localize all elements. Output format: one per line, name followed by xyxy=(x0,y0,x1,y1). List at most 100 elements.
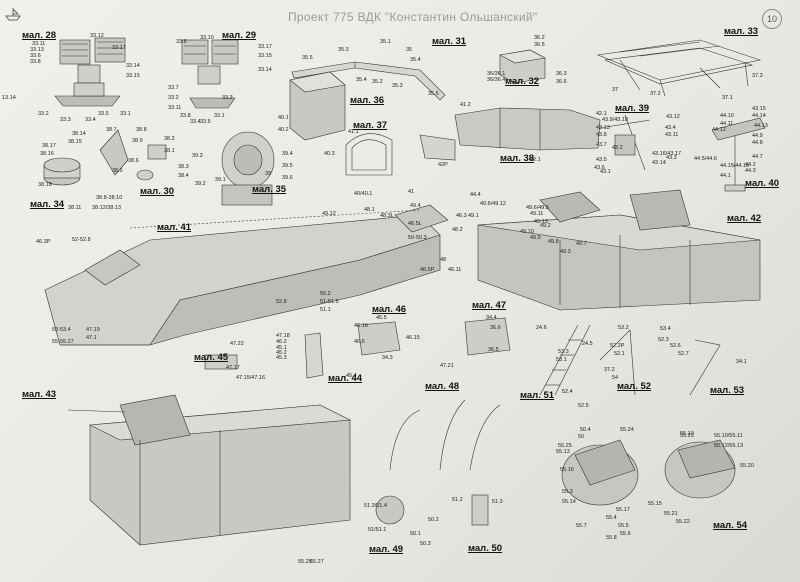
figure-label: мал. 31 xyxy=(432,36,467,47)
part-number-label: 43.11 xyxy=(665,132,679,138)
part-number-label: 38.14 xyxy=(72,131,86,137)
part-number-label: 44.2 xyxy=(745,162,756,168)
part-number-label: 45.1 xyxy=(276,345,287,351)
part-number-label: 49.8 xyxy=(548,239,559,245)
part-number-label: 51.3 xyxy=(492,499,503,505)
part-number-label: 36.2 xyxy=(534,35,545,41)
part-number-label: 55.16 xyxy=(560,467,574,473)
part-number-label: 45.2 xyxy=(276,350,287,356)
part-number-label: 36.5 xyxy=(488,347,499,353)
part-number-label: 44.15/44.16 xyxy=(720,163,750,169)
part-number-label: 39.1 xyxy=(215,177,226,183)
part-number-label: 50-50.3 xyxy=(408,235,427,241)
part-number-label: 51/51.1 xyxy=(368,527,387,533)
part-number-label: 46.5L xyxy=(408,221,422,227)
railing-beam-drawing-31 xyxy=(291,61,446,101)
brand-logo-icon xyxy=(5,8,21,21)
part-number-label: 35.3 xyxy=(392,83,403,89)
part-number-label: 38.5 xyxy=(112,168,123,174)
part-number-label: 46.3P xyxy=(36,239,51,245)
part-number-label: 38.16 xyxy=(40,151,54,157)
part-number-label: 38.2 xyxy=(164,136,175,142)
part-number-label: 49.7 xyxy=(576,241,587,247)
figure-label: мал. 43 xyxy=(22,389,57,400)
figure-label: мал. 54 xyxy=(713,520,748,531)
figure-label: мал. 49 xyxy=(369,544,404,555)
part-number-label: 45.4 xyxy=(346,373,357,379)
part-number-label: 44.4 xyxy=(470,192,481,198)
part-number-label: 46.3 xyxy=(456,213,467,219)
part-number-label: 55.15 xyxy=(648,501,662,507)
part-number-label: 50.3 xyxy=(420,541,431,547)
part-number-label: 52.7 xyxy=(678,351,689,357)
part-number-label: 51.2 xyxy=(452,497,463,503)
part-number-label: 55.10/55.11 xyxy=(714,433,743,439)
part-number-label: 35.1 xyxy=(380,39,391,45)
figure-label: мал. 41 xyxy=(157,222,192,233)
part-number-label: 33.14 xyxy=(258,67,272,73)
rocket-launcher-drawing-29 xyxy=(181,39,239,109)
part-number-label: 55.7 xyxy=(576,523,587,529)
figure-label: мал. 48 xyxy=(425,381,460,392)
figure-label: мал. 37 xyxy=(353,120,388,131)
fittings-drawing-49-50 xyxy=(375,494,489,526)
part-number-label: 55.24 xyxy=(620,427,634,433)
part-number-label: 55.25 xyxy=(558,443,572,449)
part-number-label: 38.15 xyxy=(68,139,82,145)
winch-drawing-35 xyxy=(221,131,275,206)
part-number-label: 40.3 xyxy=(324,151,335,157)
part-number-label: 55.17 xyxy=(616,507,630,513)
part-number-label: 52.4 xyxy=(562,389,573,395)
deck-box-drawing-32 xyxy=(499,49,546,84)
part-number-label: 46.5P xyxy=(420,267,435,273)
hull-assembly-drawing-42 xyxy=(477,189,761,311)
part-number-label: 44.1 xyxy=(720,173,731,179)
figure-label: мал. 45 xyxy=(194,352,229,363)
part-number-label: 43.16/43.17 xyxy=(652,151,682,157)
part-number-label: 55.8 xyxy=(606,535,617,541)
part-number-label: 39.5 xyxy=(282,163,293,169)
part-number-label: 52-52.8 xyxy=(72,237,91,243)
part-number-label: 49.4 xyxy=(410,203,421,209)
part-number-label: 48.3L xyxy=(380,213,394,219)
rocket-launcher-drawing-28 xyxy=(54,37,126,107)
part-number-label: 43.4 xyxy=(665,125,676,131)
part-number-label: 39.4 xyxy=(282,151,293,157)
part-number-label: 53.2 xyxy=(618,325,629,331)
part-number-label: 38.9 xyxy=(132,138,143,144)
part-number-label: 38.8 xyxy=(136,127,147,133)
part-number-label: 49.13 xyxy=(534,219,548,225)
figure-label: мал. 28 xyxy=(22,30,57,41)
part-number-label: 33.6 xyxy=(176,39,187,45)
shield-wall-drawing-38 xyxy=(419,107,601,161)
page-number: 10 xyxy=(762,9,782,29)
part-number-label: 33.8 xyxy=(180,113,191,119)
part-number-label: 33.8 xyxy=(30,59,41,65)
part-number-label: 48.2 xyxy=(452,227,463,233)
page-title: Проект 775 ВДК "Константин Ольшанский" xyxy=(288,10,538,24)
part-number-label: 37.1 xyxy=(722,95,733,101)
part-number-label: 43.1 xyxy=(600,169,611,175)
part-number-label: 44.9 xyxy=(752,133,763,139)
part-number-label: 42.1 xyxy=(596,111,607,117)
part-number-label: 44.13 xyxy=(754,123,768,129)
part-number-label: 35.5 xyxy=(302,55,313,61)
part-number-label: 38.12/38.13 xyxy=(92,205,122,211)
part-number-label: 42.1 xyxy=(530,157,541,163)
part-number-label: 36.5 xyxy=(534,42,545,48)
part-number-label: 55.20 xyxy=(740,463,754,469)
part-number-label: 55.14 xyxy=(562,499,576,505)
part-number-label: 49.9 xyxy=(530,235,541,241)
part-number-label: 46.2 xyxy=(276,339,287,345)
part-number-label: 35.5 xyxy=(428,91,439,97)
part-number-label: 43.7 xyxy=(596,142,607,148)
part-number-label: 53.3 xyxy=(558,349,569,355)
part-number-label: 51-51.5 xyxy=(320,299,339,305)
part-number-label: 40.1 xyxy=(278,115,289,121)
part-number-label: 43.6 xyxy=(594,165,605,171)
part-number-label: 52.3 xyxy=(658,337,669,343)
figure-label: мал. 30 xyxy=(140,186,175,197)
part-number-label: 41.2 xyxy=(460,102,471,108)
turrets-drawing-54 xyxy=(561,439,736,506)
part-number-label: 49.6/49.5 xyxy=(526,205,549,211)
